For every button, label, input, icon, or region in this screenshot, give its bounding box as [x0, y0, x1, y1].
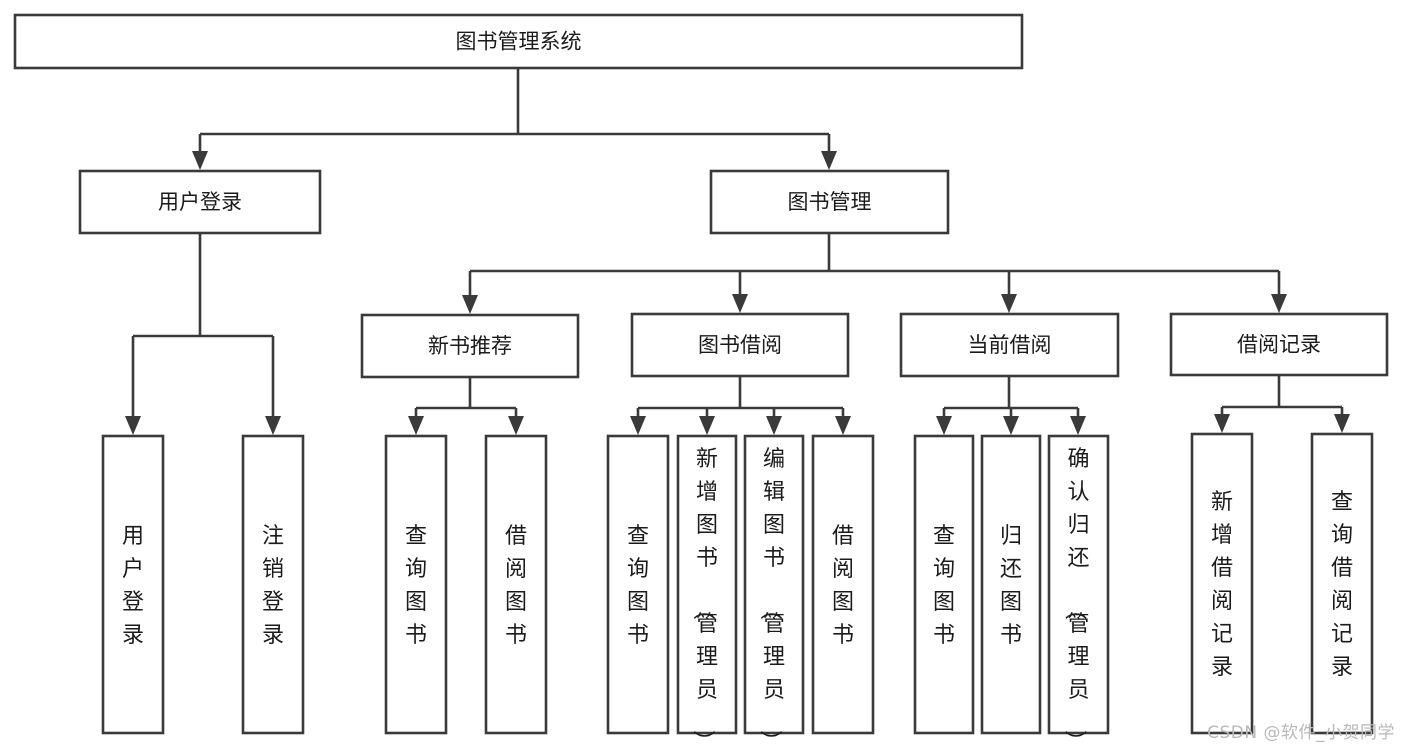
level3-node-2-box[interactable]: [899, 312, 1120, 378]
leaf-node-7-label: 借阅图书: [832, 524, 854, 648]
arrow-head-icon: [1214, 414, 1230, 433]
leaf-node-6-box[interactable]: [743, 434, 805, 735]
arrow-head-icon: [699, 416, 715, 435]
leaf-node-7-box[interactable]: [811, 434, 875, 735]
leaf-node-11-label: 新增借阅记录: [1211, 490, 1233, 680]
arrow-head-icon: [508, 416, 524, 435]
arrow-head-icon: [125, 416, 141, 435]
level2-node-0-box[interactable]: [78, 169, 322, 235]
leaf-node-5-label: 新增图书（管理员）: [690, 447, 718, 747]
leaf-node-3-box[interactable]: [484, 434, 548, 735]
leaf-node-4[interactable]: 查询图书: [606, 434, 670, 735]
leaf-node-6[interactable]: 编辑图书（管理员）: [743, 434, 805, 747]
leaf-node-9-label: 归还图书: [1000, 524, 1022, 648]
leaf-node-10-label: 确认归还（管理员）: [1061, 447, 1089, 747]
level2-node-1[interactable]: 图书管理: [709, 169, 950, 235]
arrow-head-icon: [936, 416, 952, 435]
leaf-node-4-box[interactable]: [606, 434, 670, 735]
edges-layer: [125, 68, 1350, 435]
leaf-node-11[interactable]: 新增借阅记录: [1190, 432, 1254, 735]
leaf-node-12-label: 查询借阅记录: [1331, 490, 1353, 680]
root-node-book-management-system-label: 图书管理系统: [456, 30, 582, 54]
arrow-head-icon: [1070, 416, 1086, 435]
leaf-node-3-label: 借阅图书: [505, 524, 527, 648]
leaf-node-10[interactable]: 确认归还（管理员）: [1047, 434, 1110, 747]
leaf-node-2-label: 查询图书: [405, 524, 427, 648]
level3-node-1-label: 图书借阅: [698, 333, 782, 357]
arrow-head-icon: [1271, 294, 1287, 313]
level3-node-2-label: 当前借阅: [968, 333, 1052, 357]
leaf-node-12[interactable]: 查询借阅记录: [1310, 432, 1374, 735]
leaf-node-12-box[interactable]: [1310, 432, 1374, 735]
arrow-head-icon: [1334, 414, 1350, 433]
edge-group-record-to-leaves: [1214, 375, 1350, 433]
leaf-node-10-box[interactable]: [1047, 434, 1110, 735]
arrow-head-icon: [192, 151, 208, 170]
edge-group-root-to-level2: [192, 68, 837, 170]
level3-node-3[interactable]: 借阅记录: [1169, 312, 1389, 377]
arrow-head-icon: [1001, 294, 1017, 313]
leaf-node-0-label: 用户登录: [122, 524, 144, 648]
leaf-node-5[interactable]: 新增图书（管理员）: [676, 434, 738, 747]
level3-node-2[interactable]: 当前借阅: [899, 312, 1120, 378]
arrow-head-icon: [732, 294, 748, 313]
level3-node-0-box[interactable]: [360, 313, 580, 379]
arrow-head-icon: [766, 416, 782, 435]
arrow-head-icon: [835, 416, 851, 435]
level2-node-0-label: 用户登录: [158, 190, 242, 214]
arrow-head-icon: [630, 416, 646, 435]
leaf-node-8-label: 查询图书: [933, 524, 955, 648]
level3-node-3-label: 借阅记录: [1237, 333, 1321, 357]
leaf-node-6-label: 编辑图书（管理员）: [757, 447, 785, 747]
edge-group-borrow-to-leaves: [630, 376, 851, 435]
leaf-node-9-box[interactable]: [980, 434, 1042, 735]
leaf-node-8[interactable]: 查询图书: [913, 434, 975, 735]
leaf-node-5-box[interactable]: [676, 434, 738, 735]
leaf-node-11-box[interactable]: [1190, 432, 1254, 735]
edge-group-new-book-to-leaves: [408, 377, 524, 435]
leaf-node-0[interactable]: 用户登录: [101, 434, 165, 735]
leaf-node-1-box[interactable]: [241, 434, 305, 735]
root-node-book-management-system-box[interactable]: [13, 13, 1024, 70]
arrow-head-icon: [462, 295, 478, 314]
root-node-book-management-system[interactable]: 图书管理系统: [13, 13, 1024, 70]
leaf-node-0-box[interactable]: [101, 434, 165, 735]
leaf-node-8-box[interactable]: [913, 434, 975, 735]
nodes-layer: 图书管理系统用户登录图书管理新书推荐图书借阅当前借阅借阅记录用户登录注销登录查询…: [13, 13, 1389, 747]
level3-node-3-box[interactable]: [1169, 312, 1389, 377]
leaf-node-3[interactable]: 借阅图书: [484, 434, 548, 735]
edge-group-current-borrow-to-leaves: [936, 376, 1086, 435]
level2-node-0[interactable]: 用户登录: [78, 169, 322, 235]
level3-node-1[interactable]: 图书借阅: [630, 312, 850, 378]
level2-node-1-box[interactable]: [709, 169, 950, 235]
leaf-node-4-label: 查询图书: [627, 524, 649, 648]
arrow-head-icon: [408, 416, 424, 435]
leaf-node-1-label: 注销登录: [262, 524, 284, 648]
leaf-node-9[interactable]: 归还图书: [980, 434, 1042, 735]
leaf-node-2-box[interactable]: [384, 434, 448, 735]
arrow-head-icon: [821, 151, 837, 170]
level2-node-1-label: 图书管理: [788, 190, 872, 214]
level3-node-0[interactable]: 新书推荐: [360, 313, 580, 379]
edge-group-user-login-to-leaves: [125, 233, 281, 435]
edge-group-book-manage-to-level3: [462, 233, 1287, 314]
arrow-head-icon: [265, 416, 281, 435]
leaf-node-1[interactable]: 注销登录: [241, 434, 305, 735]
level3-node-0-label: 新书推荐: [428, 334, 512, 358]
leaf-node-2[interactable]: 查询图书: [384, 434, 448, 735]
level3-node-1-box[interactable]: [630, 312, 850, 378]
leaf-node-7[interactable]: 借阅图书: [811, 434, 875, 735]
arrow-head-icon: [1003, 416, 1019, 435]
